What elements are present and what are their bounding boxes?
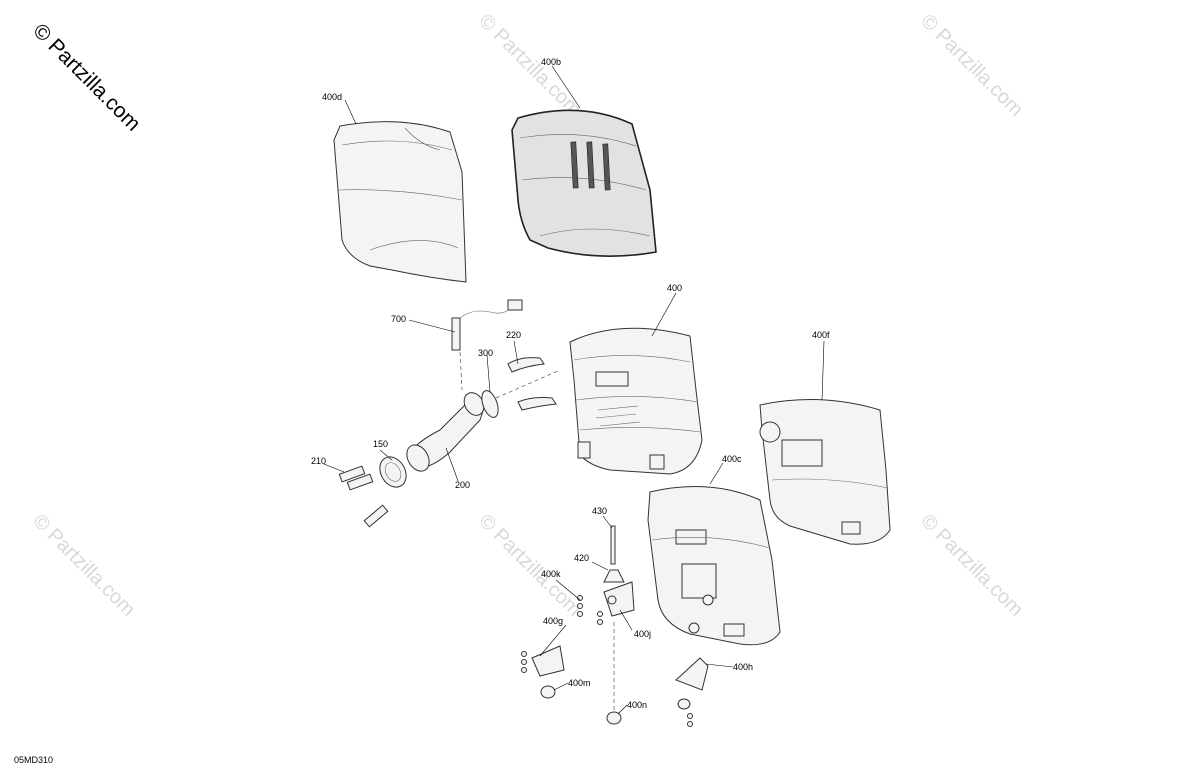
bracket-400j (603, 581, 635, 617)
muffler-400 (569, 327, 703, 475)
springs-210 (338, 465, 389, 528)
callout-400b: 400b (541, 57, 561, 67)
callout-400g: 400g (543, 616, 563, 626)
ring-150-inner (384, 462, 402, 482)
callout-200: 200 (455, 480, 470, 490)
diagram-code: 05MD310 (14, 755, 53, 765)
gasket-300 (481, 390, 499, 418)
bracket-400h (675, 657, 709, 691)
callout-220: 220 (506, 330, 521, 340)
watermark-bottom-center: © Partzilla.com (474, 510, 585, 621)
callout-210: 210 (311, 456, 326, 466)
callout-430: 430 (592, 506, 607, 516)
callout-labels: 400d 400b 400 400f 700 220 300 210 150 2… (311, 57, 830, 710)
mounting-hardware (521, 525, 709, 727)
ring-150 (379, 456, 407, 488)
watermark-bottom-right: © Partzilla.com (916, 510, 1027, 621)
callout-400j: 400j (634, 629, 651, 639)
clamps-220 (507, 357, 557, 411)
bolt-430 (610, 525, 616, 565)
callout-420: 420 (574, 553, 589, 563)
callout-300: 300 (478, 348, 493, 358)
heat-shield-400b (511, 109, 657, 257)
callout-400: 400 (667, 283, 682, 293)
callout-400k: 400k (541, 569, 561, 579)
leader-lines (323, 65, 825, 715)
heat-shield-400d (333, 121, 467, 283)
watermark-top-right: © Partzilla.com (916, 10, 1027, 121)
callout-700: 700 (391, 314, 406, 324)
exhaust-pipe-200 (406, 392, 487, 472)
watermark-primary: © Partzilla.com (28, 19, 144, 135)
callout-400m: 400m (568, 678, 591, 688)
oxygen-sensor-700 (451, 299, 523, 391)
heat-shield-400f (759, 399, 891, 545)
callout-150: 150 (373, 439, 388, 449)
callout-400h: 400h (733, 662, 753, 672)
heat-shield-400c (647, 486, 781, 646)
bracket-400g (531, 645, 565, 677)
grommet-400m (540, 685, 556, 699)
grommet-400n (606, 711, 622, 725)
callout-400c: 400c (722, 454, 742, 464)
watermark-bottom-left: © Partzilla.com (28, 510, 139, 621)
callout-400d: 400d (322, 92, 342, 102)
pipe-axis-line (495, 369, 561, 399)
callout-400f: 400f (812, 330, 830, 340)
watermark-top-center: © Partzilla.com (474, 10, 585, 121)
damper-420 (603, 569, 625, 583)
callout-400n: 400n (627, 700, 647, 710)
